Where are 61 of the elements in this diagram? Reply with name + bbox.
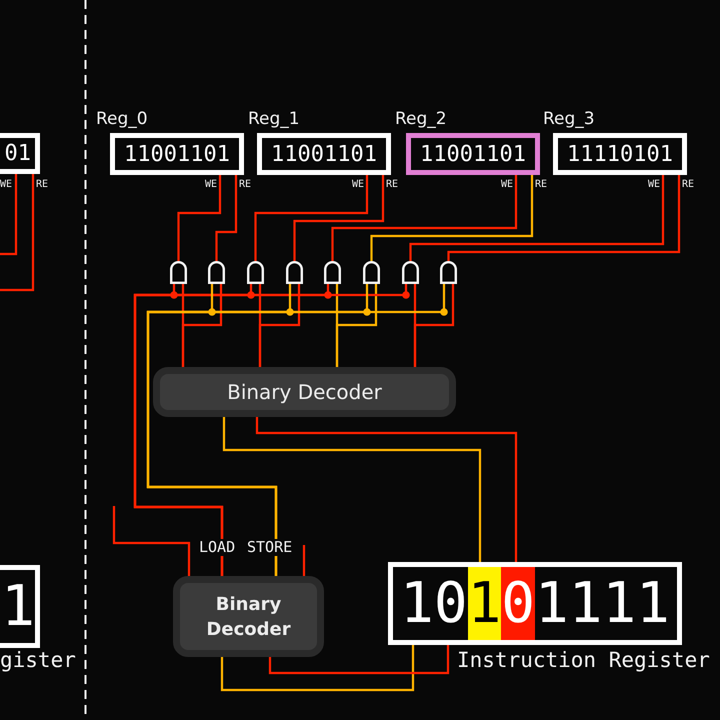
register-value: 1 (1, 573, 35, 641)
wire (215, 175, 238, 261)
register-caption: gister (0, 648, 76, 672)
register-value: 11001101 (271, 142, 377, 166)
register-name: Reg_2 (395, 109, 447, 129)
wire (0, 174, 18, 256)
and-gate-symbol (324, 261, 341, 284)
register-value: 01 (4, 141, 31, 166)
and-gate-symbol (363, 261, 380, 284)
wire (112, 506, 190, 576)
decoder-label: Binary Decoder (205, 592, 292, 642)
and-gate-symbol (208, 261, 225, 284)
wire (268, 645, 450, 674)
and-gate-symbol (402, 261, 419, 284)
and-gate-symbol (247, 261, 264, 284)
pin-label: WE (648, 179, 660, 191)
pin-label: WE (0, 179, 12, 191)
wire (293, 175, 384, 261)
decoder-box (173, 576, 324, 657)
and-gate-symbol (286, 261, 303, 284)
register-box (0, 133, 40, 174)
wire (0, 174, 34, 292)
wire (182, 284, 222, 367)
pin-label: WE (205, 179, 218, 191)
register-value: 11001101 (420, 142, 526, 166)
pin-label: RE (36, 179, 48, 191)
register-value: 11001101 (124, 142, 230, 166)
register-caption: Instruction Register (457, 648, 710, 672)
register-name: Reg_1 (248, 109, 300, 129)
and-gate-symbol (170, 261, 187, 284)
pin-label: RE (386, 179, 398, 191)
wire (409, 175, 664, 261)
pin-label: WE (352, 179, 364, 191)
pin-label: RE (535, 179, 548, 191)
wire (177, 175, 222, 261)
wire (146, 284, 446, 576)
pin-label: WE (501, 179, 514, 191)
wire (447, 175, 680, 261)
wire (220, 645, 414, 692)
register-name: Reg_0 (96, 109, 148, 129)
decoder-label: Binary Decoder (227, 380, 382, 404)
register-name: Reg_3 (543, 109, 595, 129)
register-box (0, 565, 40, 648)
pin-label: RE (682, 179, 694, 191)
wire (256, 417, 518, 562)
wire (370, 175, 534, 261)
pin-label: RE (239, 179, 252, 191)
wire (258, 284, 300, 367)
wire (336, 284, 378, 367)
wire (134, 284, 408, 576)
signal-label: STORE (245, 539, 294, 556)
register-value: 10101111 (400, 567, 670, 640)
wire (302, 545, 306, 576)
wire (331, 175, 518, 261)
wire (414, 284, 454, 367)
decoder-box (153, 367, 456, 417)
wire (222, 417, 482, 562)
and-gate-symbol (440, 261, 457, 284)
register-value: 11110101 (567, 142, 673, 166)
register-box (388, 562, 682, 645)
wire (254, 175, 368, 261)
